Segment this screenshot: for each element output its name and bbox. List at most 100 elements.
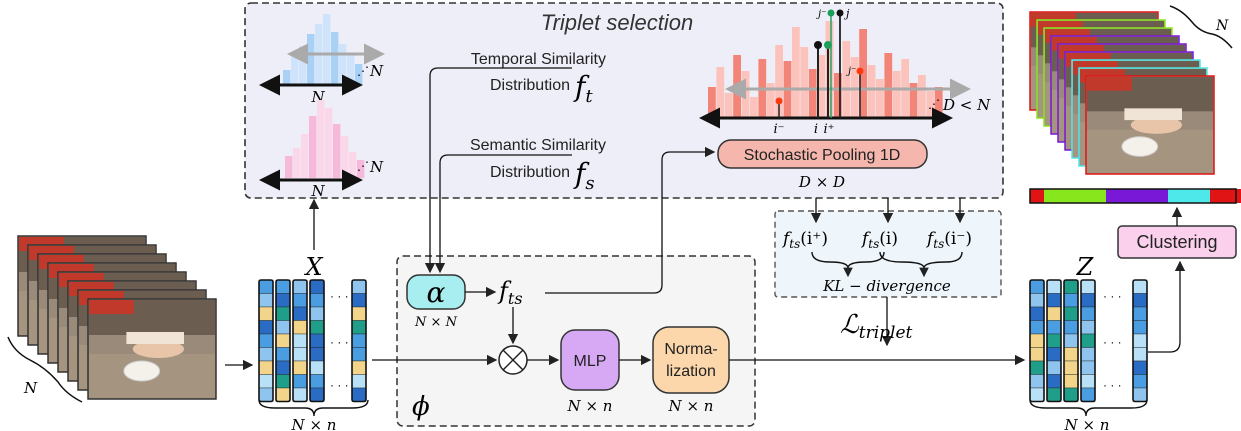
output-n-brace — [1169, 5, 1233, 49]
marker-j-minus-green — [827, 9, 835, 17]
label-j-minus-top: j⁻ — [816, 9, 826, 20]
z-matrix-column — [1063, 279, 1079, 403]
z-matrix-column — [1132, 279, 1148, 403]
z-matrix-cell — [1132, 279, 1148, 294]
z-matrix-dots-3: · · · — [1103, 378, 1122, 392]
loss-label: ℒtriplet — [840, 310, 913, 343]
x-matrix-cell — [258, 293, 274, 308]
triplet-hist-bar — [825, 21, 834, 117]
z-matrix-cell — [1132, 306, 1148, 321]
semantic-hist-bar — [325, 108, 333, 178]
x-matrix-dots-2: · · · — [330, 335, 349, 349]
z-matrix-cell — [1046, 387, 1062, 402]
alpha-dim: N × N — [414, 315, 458, 330]
z-matrix-cell — [1029, 333, 1045, 348]
cluster-segment — [1044, 189, 1106, 203]
z-matrix-cell — [1132, 320, 1148, 335]
z-matrix-dim: N × n — [1064, 416, 1110, 431]
x-matrix-cell — [351, 374, 367, 389]
temporal-hist-bar — [291, 56, 299, 84]
z-matrix-cell — [1046, 360, 1062, 375]
cluster-segment — [1210, 189, 1241, 203]
x-matrix-cell — [275, 306, 291, 321]
cluster-segment — [1030, 189, 1044, 203]
semantic-hist-bar — [333, 124, 341, 178]
triplet-markers — [775, 9, 864, 118]
z-matrix-cell — [1046, 333, 1062, 348]
kl-f-i-plus: fts(i⁺) — [781, 229, 828, 251]
mlp-label: MLP — [574, 353, 607, 370]
temporal-line2: Distribution — [490, 77, 570, 94]
z-matrix-cell — [1046, 320, 1062, 335]
alpha-symbol: α — [427, 276, 446, 309]
triplet-hist-bar — [716, 67, 725, 117]
z-matrix-cell — [1063, 360, 1079, 375]
triplet-hist-bar — [842, 41, 851, 117]
normalization-line1: Norma- — [664, 341, 717, 358]
input-n-label: N — [23, 379, 38, 397]
x-matrix-cell — [292, 374, 308, 389]
marker-j-minus-red — [856, 67, 864, 75]
mlp-dim: N × n — [567, 397, 613, 415]
temporal-hist-bar — [299, 46, 307, 84]
input-frames — [17, 235, 217, 400]
x-matrix-cell — [309, 374, 325, 389]
x-matrix-dim: N × n — [291, 416, 337, 431]
x-matrix-cell — [258, 387, 274, 402]
x-matrix-cell — [309, 306, 325, 321]
kl-divergence-label: KL − divergence — [822, 277, 951, 295]
triplet-hist-bar — [859, 29, 867, 117]
label-j-minus-side: j⁻ — [846, 66, 856, 77]
x-matrix-cell — [351, 347, 367, 362]
triplet-hist-bar — [808, 69, 817, 117]
z-matrix-symbol: Z — [1076, 253, 1095, 281]
x-matrix-cell — [292, 306, 308, 321]
z-matrix-cell — [1080, 360, 1096, 375]
x-matrix-brace — [258, 399, 369, 417]
triplet-hist-bar — [733, 55, 741, 117]
z-matrix-cell — [1063, 320, 1079, 335]
triplet-hist-bar — [800, 47, 809, 117]
z-matrix-cell — [1046, 306, 1062, 321]
z-matrix-cell — [1132, 374, 1148, 389]
semantic-n-dots: ⋰ — [357, 159, 369, 173]
x-matrix-cell — [351, 333, 367, 348]
semantic-hist-bar — [285, 156, 293, 178]
z-matrix-cell — [1080, 333, 1096, 348]
clustering-label: Clustering — [1136, 232, 1217, 252]
temporal-n-dots: ⋰ — [357, 64, 369, 78]
x-matrix-column — [292, 279, 308, 403]
label-i-plus: i⁺ — [823, 122, 834, 137]
label-j: j — [843, 7, 850, 20]
triplet-hist-bar — [918, 75, 926, 117]
x-matrix-cell — [258, 347, 274, 362]
z-matrix-cell — [1080, 387, 1096, 402]
z-matrix-cell — [1132, 347, 1148, 362]
z-matrix-cell — [1080, 374, 1096, 389]
x-matrix-cell — [309, 293, 325, 308]
x-matrix-cell — [309, 333, 325, 348]
x-matrix — [258, 279, 367, 403]
normalization-box — [652, 326, 730, 394]
triplet-hist-bar — [926, 91, 935, 117]
x-matrix-column — [351, 279, 367, 403]
triplet-hist-bar — [876, 79, 884, 117]
label-i: i — [814, 122, 818, 137]
z-matrix-cell — [1029, 306, 1045, 321]
semantic-hist-bar — [349, 152, 357, 178]
x-matrix-cell — [292, 320, 308, 335]
cluster-color-bar — [1029, 188, 1241, 204]
x-matrix-cell — [309, 347, 325, 362]
x-matrix-cell — [292, 333, 308, 348]
x-matrix-cell — [351, 306, 367, 321]
x-matrix-cell — [258, 320, 274, 335]
cluster-segment — [1168, 189, 1210, 203]
z-matrix-cell — [1046, 374, 1062, 389]
triplet-hist-bar — [708, 87, 716, 117]
z-matrix-column — [1080, 279, 1096, 403]
x-matrix-cell — [292, 347, 308, 362]
marker-i — [814, 41, 822, 49]
x-matrix-cell — [292, 360, 308, 375]
temporal-line1: Temporal Similarity — [471, 51, 606, 68]
